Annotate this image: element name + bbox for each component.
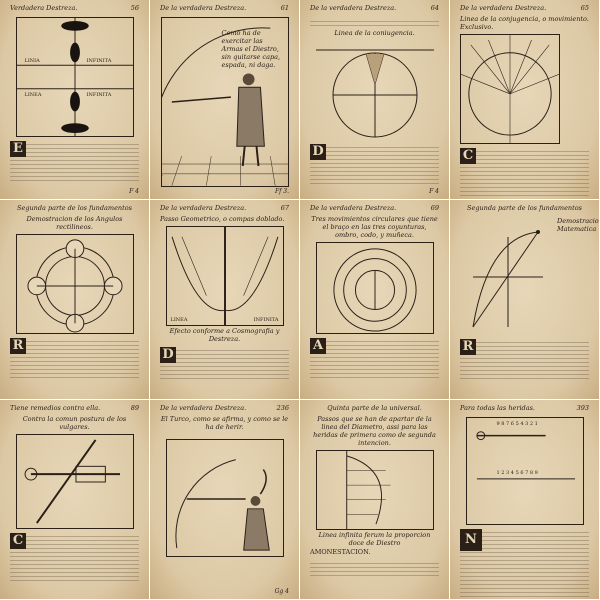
figure-title: Linea de la conjugencia, o movimiento. E…	[460, 15, 589, 31]
page-number: 61	[280, 4, 289, 12]
page-number: 236	[276, 404, 289, 412]
page-quinta-parte: Quinta parte de la universal. Passos que…	[300, 400, 449, 599]
page-89: Tiene remedios contra ella. 89 Contra la …	[0, 400, 149, 599]
running-head: De la verdadera Destreza.	[160, 404, 247, 412]
page-67: De la verdadera Destreza. 67 Passo Geomet…	[150, 200, 299, 399]
scale-label: 1 2 3 4 5 6 7 8 9	[496, 470, 538, 476]
label: LINEA	[24, 92, 42, 98]
side-note: Demostracion Matematica	[557, 217, 599, 233]
page-64: De la verdadera Destreza. 64 Linea de la …	[300, 0, 449, 199]
figure-arm-circles	[315, 242, 434, 334]
running-head: De la verdadera Destreza.	[310, 204, 397, 212]
figure-caption: Linea infinita ferum la proporcion doce …	[318, 531, 431, 547]
caption: Como ha de exercitar las Armas el Diestr…	[221, 29, 281, 69]
running-head: De la verdadera Destreza.	[460, 4, 547, 12]
figure-caption: Efecto conforme a Cosmografia y Destreza…	[169, 327, 280, 343]
page-fundamentos-demostracion: Segunda parte de los fundamentos Demostr…	[450, 200, 599, 399]
drop-cap: D	[160, 347, 176, 363]
figure-swords	[15, 434, 134, 529]
figure-turk	[165, 439, 284, 557]
drop-cap: C	[460, 148, 476, 164]
drop-cap: R	[460, 339, 476, 355]
figure-title: Passos que se han de apartar de la linea…	[313, 415, 436, 447]
label: INFINITA	[86, 58, 112, 64]
figure-infinite-line: LINIA INFINITA LINEA INFINITA	[15, 17, 134, 137]
figure-compass-step: LINEA INFINITA	[165, 226, 284, 326]
figure-title: Demostracion de los Angulos rectilineos.	[26, 215, 123, 231]
drop-cap: N	[460, 529, 482, 551]
drop-cap: A	[310, 338, 326, 354]
drop-cap: E	[10, 141, 26, 157]
figure-arcs	[468, 217, 548, 335]
running-head: Verdadera Destreza.	[10, 4, 78, 12]
page-fundamentos-angulos: Segunda parte de los fundamentos Demostr…	[0, 200, 149, 399]
page-number: 65	[580, 4, 589, 12]
page-61: De la verdadera Destreza. 61 Como ha de e…	[150, 0, 299, 199]
figure-swordsman: Como ha de exercitar las Armas el Diestr…	[160, 17, 289, 187]
page-56: Verdadera Destreza. 56 LINIA INFINITA LIN…	[0, 0, 149, 199]
running-head: Quinta parte de la universal.	[327, 404, 422, 412]
figure-title: El Turco, como se afirma, y como se le h…	[160, 415, 289, 431]
page-number: 69	[430, 204, 439, 212]
running-head: Segunda parte de los fundamentos	[467, 204, 582, 212]
label: INFINITA	[253, 317, 279, 323]
running-head: De la verdadera Destreza.	[160, 4, 247, 12]
drop-cap: D	[310, 144, 326, 160]
figure-scales: 9 8 7 6 5 4 3 2 1 1 2 3 4 5 6 7 8 9	[465, 417, 584, 525]
figure-title: Tres movimientos circulares que tiene el…	[311, 215, 438, 239]
page-393: Para todas las heridas. 393 9 8 7 6 5 4 3…	[450, 400, 599, 599]
label: INFINITA	[86, 92, 112, 98]
running-head: De la verdadera Destreza.	[160, 204, 247, 212]
page-number: 89	[130, 404, 139, 412]
figure-angles	[15, 234, 134, 334]
page-number: 64	[430, 4, 439, 12]
running-head: Segunda parte de los fundamentos	[17, 204, 132, 212]
page-number: 393	[576, 404, 589, 412]
figure-title: Linea de la coniugencia.	[334, 29, 415, 37]
page-65: De la verdadera Destreza. 65 Linea de la …	[450, 0, 599, 199]
page-number: 56	[130, 4, 139, 12]
page-236: De la verdadera Destreza. 236 El Turco, c…	[150, 400, 299, 599]
signature: F 4	[129, 188, 139, 195]
section-heading: AMONESTACION.	[310, 548, 371, 556]
label: LINEA	[170, 317, 188, 323]
signature: F 4	[429, 188, 439, 195]
page-69: De la verdadera Destreza. 69 Tres movimie…	[300, 200, 449, 399]
scale-label: 9 8 7 6 5 4 3 2 1	[496, 421, 538, 427]
drop-cap: C	[10, 533, 26, 549]
signature: Gg 4	[274, 588, 289, 595]
drop-cap: R	[10, 338, 26, 354]
running-head: Tiene remedios contra ella.	[10, 404, 101, 412]
figure-steps	[315, 450, 434, 530]
figure-title: Contra la comun postura de los vulgares.	[22, 415, 127, 431]
label: LINIA	[24, 58, 40, 64]
figure-title: Passo Geometrico, o compas doblado.	[160, 215, 285, 223]
running-head: Para todas las heridas.	[460, 404, 535, 412]
running-head: De la verdadera Destreza.	[310, 4, 397, 12]
figure-circle	[315, 40, 434, 140]
figure-radial	[460, 34, 560, 144]
page-number: 67	[280, 204, 289, 212]
signature: Ff 3.	[274, 188, 289, 195]
